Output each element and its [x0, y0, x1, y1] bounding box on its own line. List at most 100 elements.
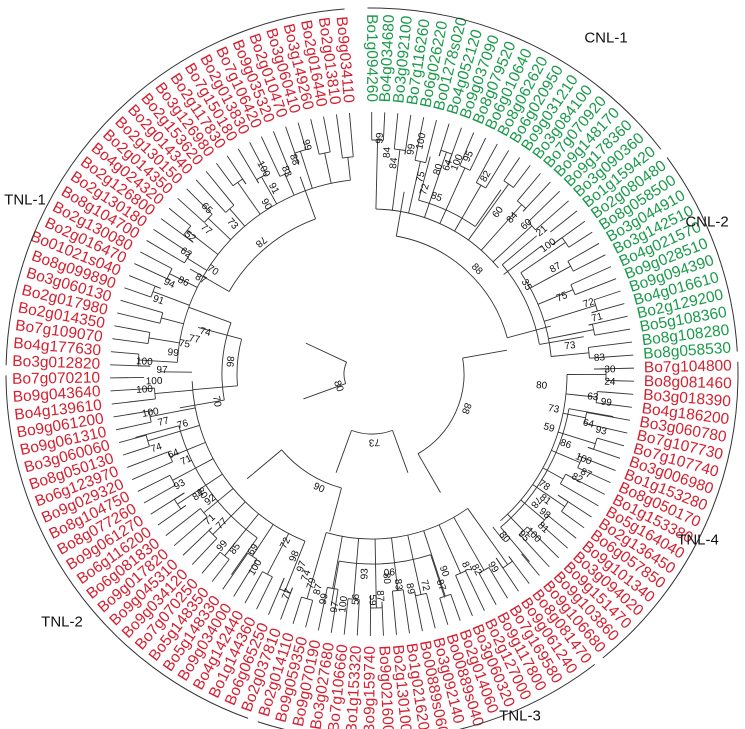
bootstrap-value: 93	[359, 568, 370, 580]
bootstrap-value: 72	[418, 182, 432, 196]
clade-label-tnl-4: TNL-4	[677, 532, 719, 549]
bootstrap-value: 80	[380, 573, 392, 585]
bootstrap-value: 62	[178, 245, 194, 261]
bootstrap-value: 100	[574, 451, 594, 468]
bootstrap-value: 56	[350, 593, 362, 605]
bootstrap-value: 100	[254, 159, 272, 179]
leaf-label: Bo8g081460	[644, 373, 733, 392]
bootstrap-value: 75	[414, 170, 427, 184]
clade-arc-tnl-3	[257, 663, 596, 729]
bootstrap-value: 99	[405, 143, 418, 156]
bootstrap-value: 72	[278, 535, 293, 550]
bootstrap-value: 94	[162, 276, 177, 291]
bootstrap-value: 87	[548, 260, 564, 275]
leaf-label: Bo9g043640	[12, 383, 101, 406]
bootstrap-value: 80	[536, 380, 548, 392]
bootstrap-value: 99	[318, 592, 331, 606]
leaf-label: Bo9g159740	[361, 646, 379, 729]
bootstrap-value: 87	[193, 271, 208, 286]
bootstrap-value: 21	[534, 223, 550, 239]
bootstrap-value: 80	[431, 162, 445, 176]
bootstrap-value: 30	[604, 364, 616, 375]
bootstrap-value: 90	[437, 564, 451, 579]
clade-arc-tnl-2	[5, 375, 249, 719]
leaf-label: Bo3g012820	[12, 353, 101, 373]
bootstrap-value: 80	[496, 529, 512, 545]
bootstrap-value: 71	[179, 453, 194, 468]
bootstrap-value: 70	[210, 395, 223, 408]
bootstrap-value: 93	[172, 477, 188, 492]
clade-arcs	[5, 7, 739, 729]
bootstrap-value: 77	[214, 516, 230, 532]
bootstrap-value: 87	[374, 590, 385, 602]
bootstrap-value: 100	[146, 376, 163, 388]
bootstrap-value: 83	[279, 164, 294, 179]
bootstrap-value: 100	[136, 384, 154, 396]
bootstrap-value: 88	[287, 153, 301, 168]
bootstrap-value: 75	[178, 338, 191, 351]
bootstrap-value: 88	[459, 401, 473, 416]
bootstrap-value: 87	[312, 582, 325, 596]
bootstrap-value: 74	[300, 568, 314, 582]
clade-label-tnl-1: TNL-1	[4, 192, 46, 209]
bootstrap-value: 73	[547, 403, 560, 416]
bootstrap-value: 60	[519, 217, 535, 233]
bootstrap-value: 85	[228, 541, 244, 557]
clade-arc-cnl-1	[367, 7, 662, 150]
bootstrap-value: 95	[462, 149, 477, 164]
bootstrap-value: 74	[149, 441, 164, 455]
bootstrap-value: 77	[157, 415, 171, 428]
bootstrap-value: 63	[587, 391, 600, 403]
clade-label-tnl-3: TNL-3	[499, 708, 541, 725]
bootstrap-value: 97	[156, 365, 168, 376]
bootstrap-value: 64	[582, 417, 596, 430]
leaf-label: Bo9g021600	[375, 645, 396, 729]
bootstrap-value: 87	[579, 466, 594, 481]
leaf-label: Bo3g018390	[643, 387, 732, 411]
bootstrap-value: 90	[258, 197, 273, 213]
bootstrap-value: 83	[392, 578, 404, 591]
clade-arc-cnl-2	[666, 157, 738, 352]
bootstrap-value: 100	[247, 557, 265, 577]
bootstrap-value: 73	[368, 436, 380, 447]
leaf-label: Bo7g070210	[12, 370, 101, 388]
leaf-label: Bo1g153320	[343, 645, 365, 729]
bootstrap-value: 86	[176, 275, 191, 290]
bootstrap-value: 91	[266, 181, 281, 196]
bootstrap-value: 90	[383, 565, 395, 577]
bootstrap-value: 52	[182, 229, 198, 245]
leaf-labels: Bo1g094260Bo4g034680Bo3g092100Bo7g116260…	[12, 14, 732, 729]
bootstrap-value: 72	[418, 579, 431, 593]
bootstrap-value: 93	[594, 424, 608, 437]
bootstrap-value: 87	[434, 578, 448, 592]
bootstrap-value: 82	[478, 169, 493, 185]
bootstrap-value: 86	[224, 356, 236, 368]
bootstrap-value: 99	[300, 138, 314, 152]
bootstrap-value: 59	[367, 594, 378, 606]
bootstrap-value: 84	[388, 157, 400, 170]
bootstrap-value: 100	[141, 406, 160, 420]
leaf-label: Bo7g104800	[644, 357, 733, 376]
bootstrap-value: 97	[295, 559, 309, 574]
bootstrap-value: 64	[441, 158, 455, 173]
clade-label-cnl-1: CNL-1	[584, 30, 627, 47]
bootstrap-value: 74	[198, 326, 212, 339]
clade-label-tnl-2: TNL-2	[41, 614, 83, 631]
bootstrap-value: 82	[469, 563, 484, 578]
bootstrap-value: 97	[329, 600, 342, 613]
bootstrap-value: 77	[188, 333, 201, 346]
leaf-label: Bo1g094260	[363, 14, 380, 102]
bootstrap-value: 79	[305, 576, 319, 590]
bootstrap-value: 83	[594, 352, 606, 364]
bootstrap-value: 91	[151, 293, 166, 307]
bootstrap-value: 84	[505, 210, 521, 226]
bootstrap-value: 86	[558, 437, 573, 451]
bootstrap-value: 24	[604, 377, 616, 388]
clade-arc-tnl-1	[5, 8, 345, 366]
bootstrap-value: 90	[311, 481, 326, 496]
bootstrap-value: 77	[198, 222, 214, 238]
bootstrap-value: 77	[280, 587, 294, 602]
clade-label-cnl-2: CNL-2	[685, 214, 728, 231]
